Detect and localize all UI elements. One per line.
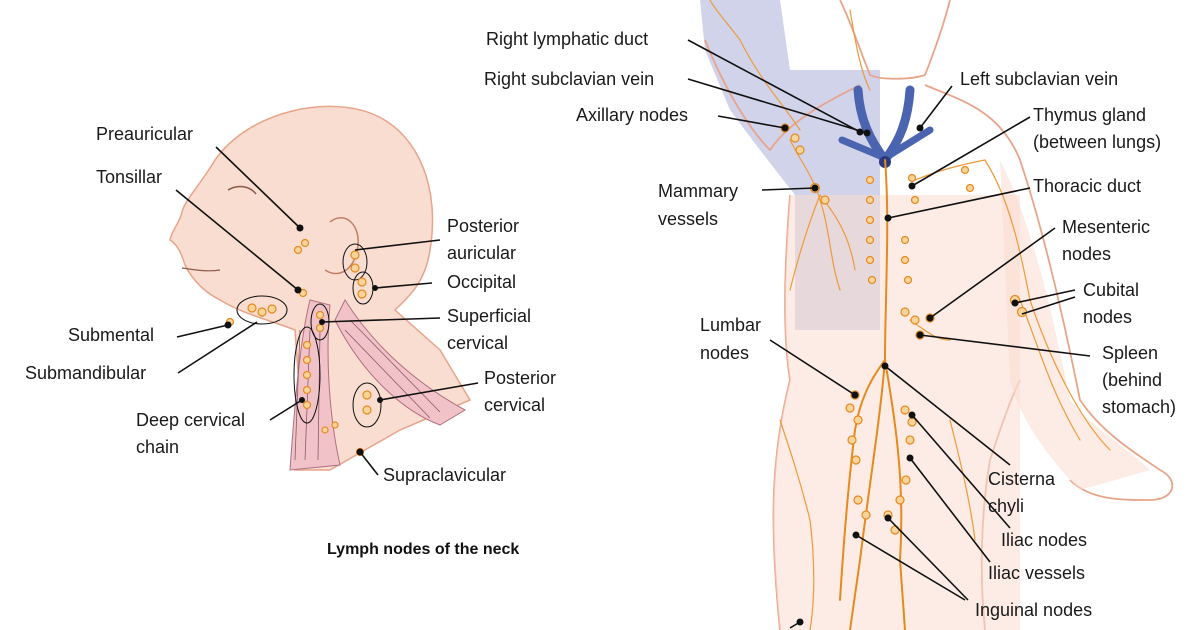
label-superficial-cervical-line1: Superficial — [447, 306, 532, 326]
label-tonsillar: Tonsillar — [96, 167, 163, 187]
mouth-shape — [181, 267, 221, 272]
muscle-fibers — [294, 319, 441, 461]
submandibular-cluster — [236, 295, 288, 325]
trapezius-muscle — [334, 298, 467, 426]
label-lumbar-nodes-line2: nodes — [700, 343, 750, 363]
label-spleen-line1: Spleen — [1102, 343, 1159, 363]
body-outline — [704, 0, 1174, 630]
label-deep-cervical-line2: chain — [136, 437, 180, 457]
label-iliac-nodes: Iliac nodes — [1001, 530, 1088, 550]
label-mammary-vessels-line2: vessels — [658, 209, 719, 229]
label-mesenteric-nodes-line2: nodes — [1062, 244, 1112, 264]
label-posterior-cervical-line2: cervical — [484, 395, 546, 415]
label-inguinal-nodes: Inguinal nodes — [975, 600, 1093, 620]
neck-leader-lines — [175, 146, 479, 476]
label-supraclavicular: Supraclavicular — [383, 465, 507, 485]
label-mammary-vessels-line1: Mammary — [658, 181, 738, 201]
label-spleen-line2: (behind — [1102, 370, 1163, 390]
label-cubital-nodes-line1: Cubital — [1083, 280, 1140, 300]
label-submandibular: Submandibular — [25, 363, 147, 383]
label-spleen-line3: stomach) — [1102, 397, 1177, 417]
label-superficial-cervical-line2: cervical — [447, 333, 509, 353]
arm-fill — [1000, 160, 1150, 490]
posterior-auricular-cluster — [342, 243, 368, 281]
label-iliac-vessels: Iliac vessels — [988, 563, 1086, 583]
label-submental: Submental — [68, 325, 155, 345]
body-illustration — [687, 0, 1174, 630]
eye-shape — [227, 185, 257, 195]
label-deep-cervical-line1: Deep cervical — [136, 410, 246, 430]
label-cisterna-chyli-line2: chyli — [988, 496, 1025, 516]
label-thymus-gland-line2: (between lungs) — [1033, 132, 1162, 152]
neck-caption: Lymph nodes of the neck — [327, 541, 520, 558]
label-cisterna-chyli-line1: Cisterna — [988, 469, 1056, 489]
body-leader-lines — [687, 39, 1091, 629]
label-axillary-nodes: Axillary nodes — [576, 105, 689, 125]
label-right-subclavian-vein: Right subclavian vein — [484, 69, 655, 89]
label-right-lymphatic-duct: Right lymphatic duct — [486, 29, 649, 49]
label-thymus-gland-line1: Thymus gland — [1033, 105, 1147, 125]
posterior-cervical-cluster — [352, 382, 382, 428]
label-cubital-nodes-line2: nodes — [1083, 307, 1133, 327]
label-left-subclavian-vein: Left subclavian vein — [960, 69, 1119, 89]
label-occipital: Occipital — [447, 272, 517, 292]
label-preauricular: Preauricular — [96, 124, 194, 144]
deep-cervical-cluster — [293, 326, 321, 424]
label-posterior-auricular-line2: auricular — [447, 243, 517, 263]
body-fill — [773, 195, 1020, 630]
label-lumbar-nodes-line1: Lumbar — [700, 315, 762, 335]
head-neck-illustration — [169, 105, 479, 476]
label-posterior-cervical-line1: Posterior — [484, 368, 557, 388]
label-posterior-auricular-line1: Posterior — [447, 216, 520, 236]
label-mesenteric-nodes-line1: Mesenteric — [1062, 217, 1151, 237]
label-thoracic-duct: Thoracic duct — [1033, 176, 1142, 196]
